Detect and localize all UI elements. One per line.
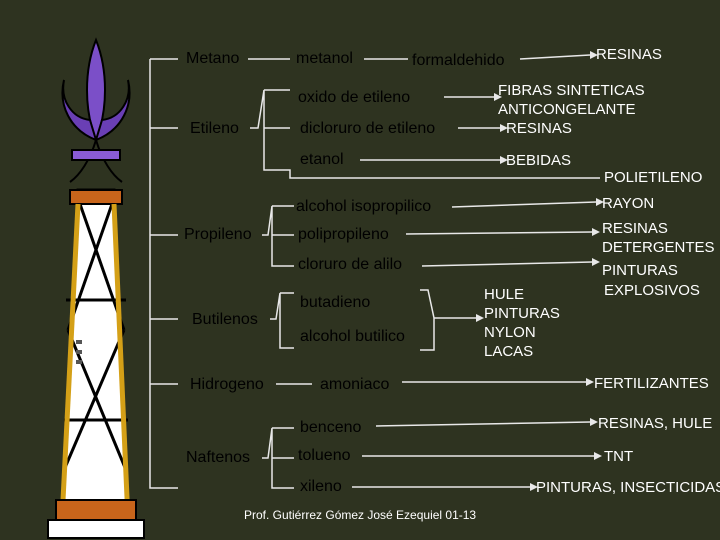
label-cloruro-alilo: cloruro de alilo xyxy=(298,256,403,273)
label-oxido-etileno: oxido de etileno xyxy=(298,89,411,106)
label-bebidas: BEBIDAS xyxy=(506,152,572,169)
label-fibras-sinteticas: FIBRAS SINTETICAS xyxy=(498,82,645,99)
label-butilenos-products: HULE PINTURAS NYLON LACAS xyxy=(484,286,560,360)
label-metanol: metanol xyxy=(296,50,353,67)
label-polietileno: POLIETILENO xyxy=(604,169,703,186)
label-hidrogeno: Hidrogeno xyxy=(190,376,264,393)
label-alcohol-butilico: alcohol butilico xyxy=(300,328,405,345)
label-resinas-3: RESINAS xyxy=(602,220,668,237)
label-propileno: Propileno xyxy=(184,226,252,243)
label-alcohol-isopropilico: alcohol isopropilico xyxy=(296,198,432,215)
derrick-tower xyxy=(47,188,145,539)
label-xileno: xileno xyxy=(300,478,342,495)
label-rayon: RAYON xyxy=(602,195,655,212)
label-amoniaco: amoniaco xyxy=(320,376,390,393)
label-etileno: Etileno xyxy=(190,120,239,137)
label-detergentes: DETERGENTES xyxy=(602,239,715,256)
label-tolueno: tolueno xyxy=(298,447,351,464)
label-resinas-1: RESINAS xyxy=(596,46,662,63)
label-etanol: etanol xyxy=(300,151,344,168)
label-resinas-hule: RESINAS, HULE xyxy=(598,415,713,432)
label-pinturas-insecticidas: PINTURAS, INSECTICIDAS xyxy=(536,479,720,496)
label-dicloruro-etileno: dicloruro de etileno xyxy=(300,120,436,137)
label-fertilizantes: FERTILIZANTES xyxy=(594,375,709,392)
label-formaldehido: formaldehido xyxy=(412,52,505,69)
label-benceno: benceno xyxy=(300,419,362,436)
label-explosivos: EXPLOSIVOS xyxy=(604,282,700,299)
footer-credit: Prof. Gutiérrez Gómez José Ezequiel 01-1… xyxy=(244,508,477,522)
oil-derrick-illustration xyxy=(47,37,145,539)
label-metano: Metano xyxy=(186,50,240,67)
label-anticongelante: ANTICONGELANTE xyxy=(498,101,636,118)
label-polipropileno: polipropileno xyxy=(298,226,389,243)
label-tnt: TNT xyxy=(604,448,634,465)
label-resinas-2: RESINAS xyxy=(506,120,572,137)
label-butilenos: Butilenos xyxy=(192,311,258,328)
flame-icon xyxy=(61,37,131,183)
label-pinturas: PINTURAS xyxy=(602,262,678,279)
label-butadieno: butadieno xyxy=(300,294,371,311)
label-naftenos: Naftenos xyxy=(186,449,251,466)
